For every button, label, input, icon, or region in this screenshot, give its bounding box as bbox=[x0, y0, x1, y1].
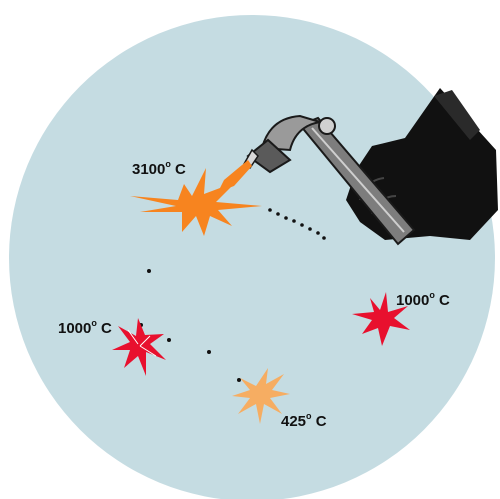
background-disc bbox=[9, 15, 495, 499]
left-spark-temperature-label: 1000o C bbox=[58, 318, 112, 337]
bottom-spark-temperature-label: 425o C bbox=[281, 411, 327, 430]
right-spark-temperature-label: 1000o C bbox=[396, 290, 450, 309]
torch-temperature-label: 3100o C bbox=[132, 159, 186, 178]
